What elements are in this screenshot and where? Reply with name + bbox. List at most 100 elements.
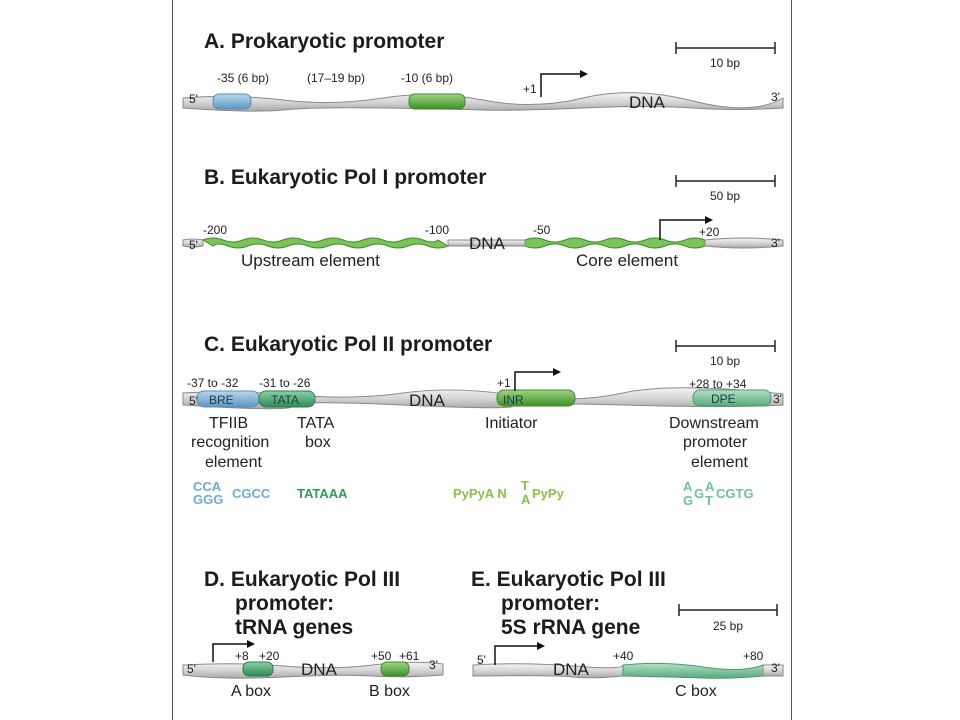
dpe-seq-rest: CGTG xyxy=(716,486,754,501)
scale-label-a: 10 bp xyxy=(710,56,740,70)
inr-seq-bottom: A xyxy=(521,492,531,507)
minus35-label: -35 (6 bp) xyxy=(217,71,269,85)
panel-a-title: A. Prokaryotic promoter xyxy=(204,30,444,53)
b-box-element xyxy=(380,661,410,677)
inr-consensus: PyPyA N T A PyPy xyxy=(453,478,565,507)
three-prime-c: 3' xyxy=(773,392,782,406)
tss-arrow-e xyxy=(494,642,545,665)
tata-consensus: TATAAA xyxy=(297,486,348,501)
core-element xyxy=(524,237,706,249)
tata-position: -31 to -26 xyxy=(259,376,311,390)
dna-label-d: DNA xyxy=(301,660,338,679)
plus1-label-a: +1 xyxy=(523,82,537,96)
dna-label-c: DNA xyxy=(409,391,446,410)
minus35-element xyxy=(212,93,252,110)
dna-label-b: DNA xyxy=(469,234,506,253)
minus100-label: -100 xyxy=(425,223,449,237)
panel-e-title-line3: 5S rRNA gene xyxy=(501,616,640,639)
spacer-label: (17–19 bp) xyxy=(307,71,365,85)
scale-bar-a: 10 bp xyxy=(675,42,776,70)
bre-consensus: CCA GGG CGCC xyxy=(193,479,271,507)
promoter-diagram: A. Prokaryotic promoter 10 bp 5' 3' -35 … xyxy=(182,30,784,700)
upstream-label: Upstream element xyxy=(241,251,380,270)
tatabox-label-line1: TATA xyxy=(297,415,335,432)
inr-seq-a: PyPyA N xyxy=(453,486,507,501)
dpe-seq-1-bottom: G xyxy=(683,493,693,508)
tss-arrow-b xyxy=(659,216,713,240)
five-prime-a: 5' xyxy=(189,92,198,106)
tss-arrow-c xyxy=(514,368,561,391)
plus20-label: +20 xyxy=(699,225,720,239)
plus61-label: +61 xyxy=(399,649,420,663)
minus50-label: -50 xyxy=(533,223,551,237)
scale-bar-e: 25 bp xyxy=(678,604,778,633)
three-prime-e: 3' xyxy=(771,661,780,675)
dna-label-e: DNA xyxy=(553,660,590,679)
three-prime-d: 3' xyxy=(429,658,438,672)
five-prime-c: 5' xyxy=(189,394,198,408)
panel-d: D. Eukaryotic Pol III promoter: tRNA gen… xyxy=(182,568,444,700)
dna-mid-b xyxy=(472,239,526,247)
panel-e: E. Eukaryotic Pol III promoter: 5S rRNA … xyxy=(471,568,784,700)
dna-strand-e xyxy=(472,663,624,679)
dna-tail-e xyxy=(762,664,784,677)
dpe-element xyxy=(692,389,772,407)
scale-bar-b: 50 bp xyxy=(675,175,776,203)
bre-box-label: BRE xyxy=(209,393,234,407)
panel-d-title-line3: tRNA genes xyxy=(235,616,353,639)
inr-box-label: INR xyxy=(503,393,524,407)
dpe-seq-1-top: A xyxy=(683,479,693,494)
bre-position: -37 to -32 xyxy=(187,376,239,390)
inr-seq-top: T xyxy=(521,478,529,493)
dpe-seq-g: G xyxy=(694,486,704,501)
c-box-element xyxy=(622,662,764,679)
tfiib-label-line2: recognition xyxy=(191,434,269,451)
minus200-label: -200 xyxy=(203,223,227,237)
panel-c-title: C. Eukaryotic Pol II promoter xyxy=(204,333,492,356)
b-box-label: B box xyxy=(369,683,410,700)
tfiib-label-line3: element xyxy=(205,454,262,471)
plus40-label: +40 xyxy=(613,649,634,663)
a-box-label: A box xyxy=(231,683,271,700)
tss-arrow-a xyxy=(540,70,588,97)
dpe-label-line2: promoter xyxy=(683,434,748,451)
c-box-label: C box xyxy=(675,683,717,700)
minus10-label: -10 (6 bp) xyxy=(401,71,453,85)
a-box-element xyxy=(242,661,274,677)
five-prime-e: 5' xyxy=(477,653,486,667)
tatabox-label-line2: box xyxy=(305,434,331,451)
tata-element xyxy=(258,390,316,408)
bre-seq-rest: CGCC xyxy=(232,486,271,501)
tss-arrow-d xyxy=(212,640,255,662)
three-prime-a: 3' xyxy=(771,90,780,104)
scale-label-c: 10 bp xyxy=(710,354,740,368)
plus80-label: +80 xyxy=(743,649,764,663)
panel-d-title-line2: promoter: xyxy=(235,592,334,615)
bre-seq-top: CCA xyxy=(193,479,222,494)
plus8-label: +8 xyxy=(235,649,249,663)
panel-b: B. Eukaryotic Pol I promoter 50 bp 5' 3'… xyxy=(182,166,784,270)
dpe-label-line1: Downstream xyxy=(669,415,759,432)
dpe-seq-2-bottom: T xyxy=(705,493,713,508)
panel-c: C. Eukaryotic Pol II promoter 10 bp 5' 3… xyxy=(182,333,784,508)
plus1-label-c: +1 xyxy=(497,376,511,390)
upstream-element xyxy=(201,237,450,249)
plus50-label: +50 xyxy=(371,649,392,663)
panel-d-title-line1: D. Eukaryotic Pol III xyxy=(204,568,400,591)
scale-label-e: 25 bp xyxy=(713,619,743,633)
five-prime-d: 5' xyxy=(187,662,196,676)
promoter-figure: A. Prokaryotic promoter 10 bp 5' 3' -35 … xyxy=(172,0,792,720)
core-label: Core element xyxy=(576,251,678,270)
dpe-label-line3: element xyxy=(691,454,748,471)
dna-strand-c xyxy=(182,387,784,410)
scale-label-b: 50 bp xyxy=(710,189,740,203)
five-prime-b: 5' xyxy=(189,238,198,252)
inr-seq-b: PyPy xyxy=(532,486,565,501)
dpe-seq-2-top: A xyxy=(705,479,715,494)
panel-a: A. Prokaryotic promoter 10 bp 5' 3' -35 … xyxy=(182,30,784,112)
panel-b-title: B. Eukaryotic Pol I promoter xyxy=(204,166,486,189)
dpe-box-label: DPE xyxy=(711,392,736,406)
dpe-position: +28 to +34 xyxy=(689,377,747,391)
dna-strand-a xyxy=(182,92,784,112)
plus20-label-d: +20 xyxy=(259,649,280,663)
